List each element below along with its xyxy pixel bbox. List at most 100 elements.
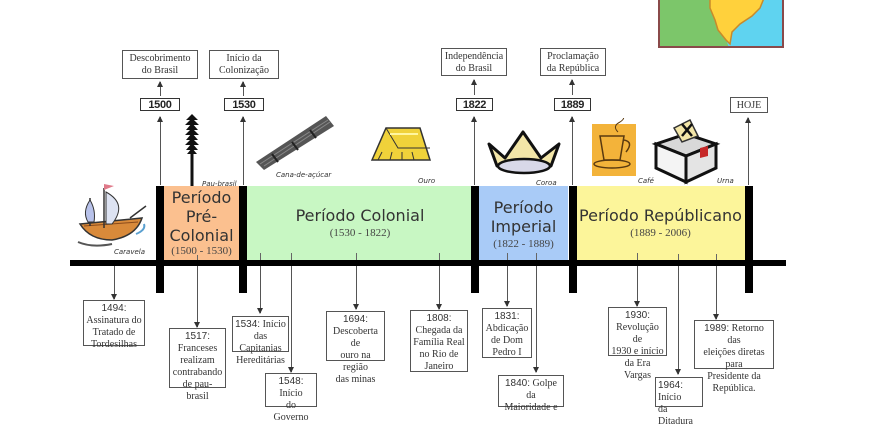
top-event-proclamacao: Proclamação da República: [540, 48, 606, 76]
icon-label-urna: Urna: [717, 177, 734, 185]
event-text: Franceses: [177, 343, 218, 354]
event-1548: 1548: Início do Governo: [265, 373, 317, 423]
tick-1964: [678, 254, 679, 260]
arrow-1989: [713, 266, 719, 320]
top-event-descobrimento: Descobrimento do Brasil: [122, 50, 198, 79]
top-event-independencia: Independência do Brasil: [441, 48, 507, 76]
icon-label-cafe: Café: [638, 177, 654, 185]
icon-label-cana: Cana-de-açúcar: [276, 171, 332, 179]
event-text: de pau-brasil: [182, 379, 213, 402]
event-label: HOJE: [736, 100, 762, 111]
arrow-1517: [194, 266, 200, 328]
event-year: 1694:: [342, 314, 369, 325]
event-1517: 1517: Franceses realizam contrabando de …: [169, 328, 226, 402]
event-text: contrabando: [172, 367, 223, 378]
separator-1889: [569, 186, 577, 293]
brazil-map-thumbnail: [658, 0, 784, 48]
period-pre-colonial: Período Pré- Colonial (1500 - 1530): [164, 186, 239, 260]
tick-1694: [356, 253, 357, 260]
event-text: Chegada da: [415, 325, 463, 336]
event-text: Início: [262, 319, 286, 330]
period-range: (1889 - 2006): [630, 227, 691, 239]
period-title: Imperial: [490, 217, 557, 236]
event-text: Janeiro: [424, 361, 454, 372]
event-1989: 1989: Retorno das eleições diretas para …: [694, 320, 774, 394]
arrow-1964: [675, 266, 681, 375]
event-text: Família Real: [413, 337, 465, 348]
icon-label-coroa: Coroa: [536, 179, 557, 187]
event-text: Tordesilhas: [91, 339, 137, 350]
event-label: Colonização: [219, 65, 269, 76]
top-event-hoje: HOJE: [730, 97, 768, 113]
event-text: Pedro I: [492, 347, 522, 358]
map-icon: [660, 0, 782, 46]
arrow-proclamacao: [569, 79, 575, 95]
separator-1530: [239, 186, 247, 293]
event-year: 1534:: [235, 319, 261, 330]
event-text: Descoberta de: [333, 326, 378, 349]
period-title: Período Repúblicano: [579, 206, 742, 225]
arrow-1840: [533, 266, 539, 373]
period-title: Pré-: [185, 207, 218, 226]
event-label: do Brasil: [455, 63, 493, 74]
tick-1534: [260, 253, 261, 260]
event-1808: 1808: Chegada da Família Real no Rio de …: [410, 310, 468, 372]
arrow-1494: [111, 266, 117, 300]
event-label: Independência: [444, 51, 504, 62]
crown-icon: [487, 130, 561, 176]
event-label: do Brasil: [141, 65, 179, 76]
timeline-axis: [70, 260, 786, 266]
ship-icon: [72, 178, 154, 250]
tree-icon: [184, 114, 200, 186]
sugarcane-icon: [252, 112, 338, 170]
period-imperial: Período Imperial (1822 - 1889): [479, 186, 568, 260]
arrow-1889: [569, 116, 575, 185]
period-title: Período Colonial: [295, 206, 425, 225]
arrow-1694: [353, 266, 359, 310]
arrow-hoje: [745, 117, 751, 185]
top-event-colonizacao: Início da Colonização: [209, 50, 279, 79]
event-label: Descobrimento: [129, 53, 191, 64]
event-year: 1548:: [278, 376, 304, 387]
event-text: Início: [279, 388, 303, 399]
period-republicano: Período Repúblicano (1889 - 2006): [576, 186, 745, 260]
event-text: Retorno das: [727, 323, 764, 346]
event-1840: 1840: Golpe da Maioridade e: [498, 375, 564, 413]
arrow-1808: [436, 266, 442, 310]
tick-1517: [197, 255, 198, 260]
event-text: Hereditárias: [236, 355, 285, 366]
event-text: das minas: [335, 374, 376, 385]
event-year: 1989:: [704, 323, 730, 334]
arrow-1930: [634, 266, 640, 307]
event-text: Golpe da: [526, 378, 557, 401]
gold-bar-icon: [368, 122, 432, 168]
event-year: 1840:: [505, 378, 531, 389]
period-title: Período: [493, 198, 554, 217]
ballot-box-icon: [650, 114, 722, 186]
tick-1831: [507, 253, 508, 260]
event-year: 1831:: [494, 311, 520, 322]
event-text: de Dom: [491, 335, 523, 346]
arrow-1548: [288, 266, 294, 373]
event-year: 1964:: [658, 380, 684, 391]
event-text: Início: [658, 392, 682, 403]
period-range: (1530 - 1822): [329, 227, 391, 239]
event-text: do Governo: [273, 400, 309, 423]
period-range: (1500 - 1530): [171, 245, 232, 257]
event-label: Proclamação: [547, 51, 599, 62]
event-text: da Ditadura: [658, 404, 693, 427]
arrow-colonizacao: [240, 81, 246, 96]
event-text: eleições diretas para: [703, 347, 765, 370]
event-1694: 1694: Descoberta de ouro na região das m…: [326, 311, 385, 385]
year-badge-1822: 1822: [456, 98, 493, 111]
year-badge-1530: 1530: [224, 98, 264, 111]
event-text: Abdicação: [485, 323, 529, 334]
year-badge-1889: 1889: [554, 98, 591, 111]
icon-label-caravela: Caravela: [114, 248, 146, 256]
event-text: ouro na região: [340, 350, 371, 373]
arrow-1530: [240, 116, 246, 185]
event-text: República.: [712, 383, 756, 394]
tick-1808: [439, 253, 440, 260]
event-1494: 1494: Assinatura do Tratado de Tordesilh…: [83, 300, 145, 350]
arrow-1831: [504, 266, 510, 307]
